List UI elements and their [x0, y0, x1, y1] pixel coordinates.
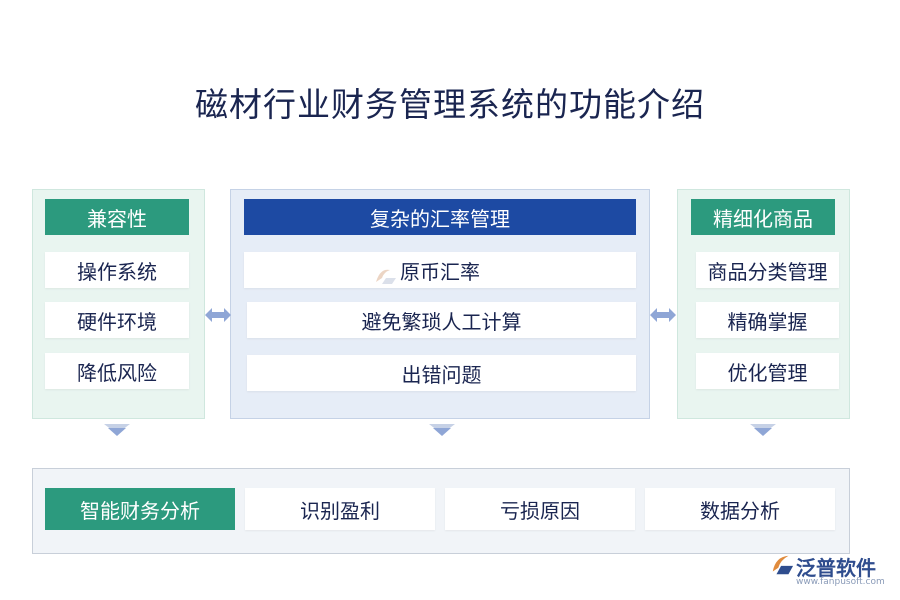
compatibility-item-os: 操作系统: [45, 252, 189, 288]
product-item-optimize: 优化管理: [696, 353, 839, 389]
logo-name: 泛普软件: [796, 556, 876, 580]
compatibility-item-hardware: 硬件环境: [45, 302, 189, 338]
exchange-rate-header: 复杂的汇率管理: [244, 199, 636, 235]
exchange-rate-item-calc: 避免繁琐人工计算: [247, 302, 636, 338]
down-arrow-right-icon: [750, 424, 776, 436]
product-item-category: 商品分类管理: [696, 252, 839, 288]
smart-analysis-header: 智能财务分析: [45, 488, 235, 530]
logo-url: www.fanpusoft.com: [796, 577, 885, 587]
page-title: 磁材行业财务管理系统的功能介绍: [195, 85, 705, 124]
double-arrow-right-icon: [650, 308, 676, 322]
compatibility-item-risk: 降低风险: [45, 353, 189, 389]
exchange-rate-item-original: 原币汇率: [244, 252, 636, 288]
product-item-precise: 精确掌握: [696, 302, 839, 338]
exchange-rate-item-error: 出错问题: [247, 355, 636, 391]
compatibility-header: 兼容性: [45, 199, 189, 235]
fanpu-logo-icon: [772, 555, 794, 575]
watermark-logo-icon: [376, 269, 396, 284]
down-arrow-left-icon: [104, 424, 130, 436]
smart-analysis-item-loss: 亏损原因: [445, 488, 635, 530]
down-arrow-center-icon: [429, 424, 455, 436]
double-arrow-left-icon: [205, 308, 231, 322]
product-header: 精细化商品: [691, 199, 835, 235]
smart-analysis-item-data: 数据分析: [645, 488, 835, 530]
smart-analysis-item-profit: 识别盈利: [245, 488, 435, 530]
